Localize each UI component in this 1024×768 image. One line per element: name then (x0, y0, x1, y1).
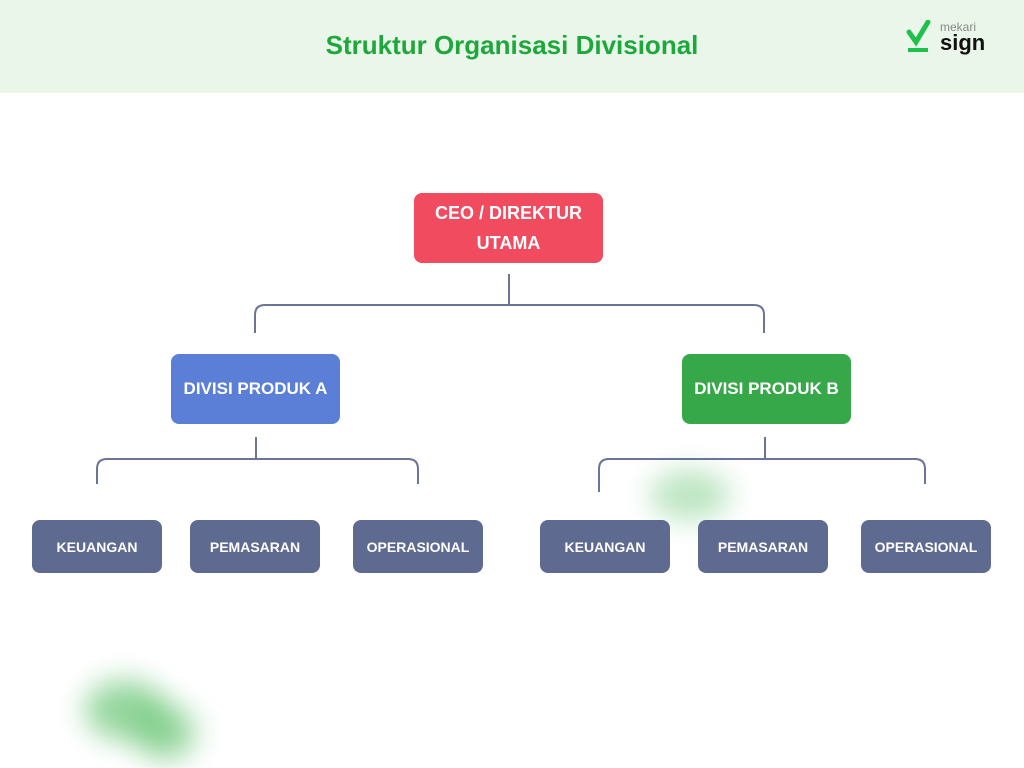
logo-text-top: mekari (940, 20, 977, 34)
unit-box-a-operasional: OPERASIONAL (353, 520, 483, 573)
logo-text-bottom: sign (940, 30, 986, 55)
connector-ceo (254, 274, 765, 333)
decorative-blur (135, 705, 195, 760)
division-b-box: DIVISI PRODUK B (682, 354, 851, 424)
ceo-box: CEO / DIREKTUR UTAMA (414, 193, 603, 263)
unit-box-b-pemasaran: PEMASARAN (698, 520, 828, 573)
decorative-blur (650, 470, 730, 520)
unit-box-b-operasional: OPERASIONAL (861, 520, 991, 573)
division-a-box: DIVISI PRODUK A (171, 354, 340, 424)
page-title: Struktur Organisasi Divisional (325, 30, 699, 60)
unit-box-a-keuangan: KEUANGAN (32, 520, 162, 573)
unit-box-a-pemasaran: PEMASARAN (190, 520, 320, 573)
unit-box-b-keuangan: KEUANGAN (540, 520, 670, 573)
checkmark-icon (906, 20, 931, 52)
mekari-sign-logo: mekari sign (906, 18, 996, 58)
connector-div-b (598, 437, 926, 492)
connector-div-a (96, 437, 419, 484)
header-banner (0, 0, 1024, 93)
